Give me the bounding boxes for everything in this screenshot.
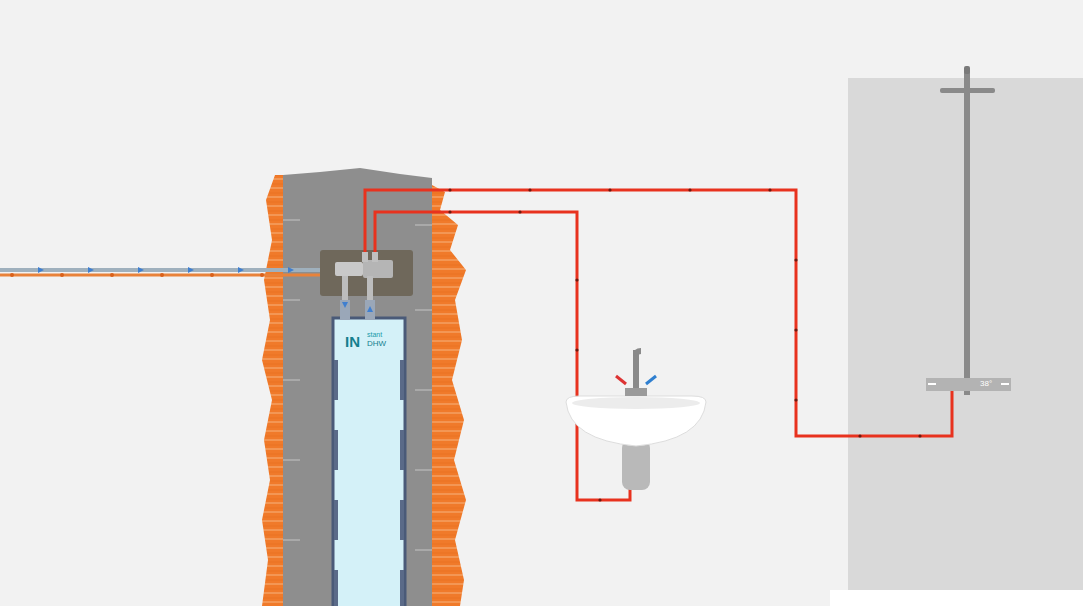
hot-pipe-sink: [375, 212, 630, 500]
temperature-display: 38°: [980, 379, 992, 389]
mixer-cap: [1001, 383, 1009, 385]
brick-left: [262, 175, 283, 606]
brick-right: [432, 185, 466, 606]
logo-subscript: DHW: [367, 339, 386, 348]
flow-arrows: [38, 267, 294, 273]
unit-housing: [333, 318, 405, 606]
cold-supply-pipe: [0, 268, 330, 272]
return-pipe: [0, 274, 330, 277]
floor-strip: [830, 590, 1083, 606]
hot-pipe-shower: [365, 190, 952, 436]
unit-logo: IN stantDHW: [342, 328, 398, 354]
logo-superscript: stant: [367, 331, 382, 339]
pipe-dots: [448, 188, 921, 501]
flow-dots: [10, 273, 264, 277]
mixer-cap: [928, 383, 936, 385]
washbasin: [566, 348, 706, 490]
manifold-fittings: [335, 252, 393, 320]
manifold-box: [320, 250, 413, 296]
logo-mark: IN: [345, 334, 360, 349]
thermostat-mixer: 38°: [926, 378, 1011, 391]
unit-ribs: [334, 360, 404, 606]
shower-column: [940, 66, 995, 395]
